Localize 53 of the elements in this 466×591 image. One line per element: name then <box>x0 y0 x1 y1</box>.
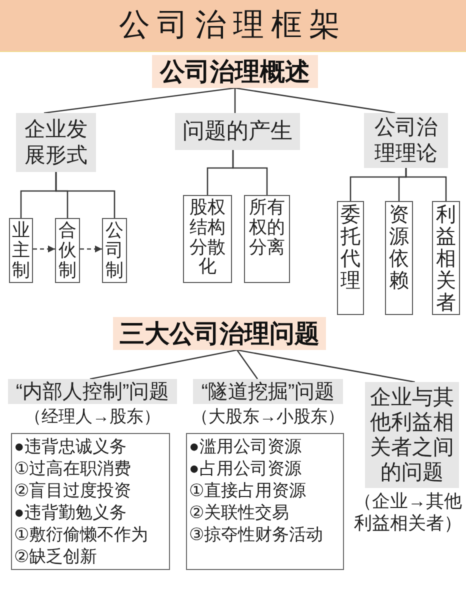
item-label: 合伙制 <box>58 221 76 280</box>
section-heading: 公司治理概述 <box>160 56 310 86</box>
category-label: “隧道挖掘”问题 <box>201 380 335 404</box>
category-box <box>16 113 96 172</box>
connector-line <box>232 150 268 195</box>
item-label: 资源依赖 <box>389 204 409 292</box>
category-label: 企业与其他利益相关者之间的问题 <box>370 384 454 486</box>
category-label: “内部人控制”问题 <box>16 380 170 404</box>
connector-line <box>405 168 447 201</box>
connector-line <box>236 350 258 380</box>
list-item: ●滥用公司资源 <box>189 436 302 458</box>
category-label: 企业发展形式 <box>24 117 88 168</box>
list-box <box>186 433 344 570</box>
list-item: ●违背忠诚义务 <box>14 436 126 458</box>
item-box <box>432 201 460 315</box>
category-box <box>364 113 448 168</box>
item-box <box>337 201 364 315</box>
item-label: 所有权的分离 <box>248 198 286 258</box>
category-box <box>175 113 300 150</box>
list-item: ①过高在职消费 <box>14 458 132 480</box>
item-label: 股权结构分散化 <box>188 198 226 278</box>
item-box <box>244 195 290 283</box>
item-label: 利益相关者 <box>436 204 456 314</box>
section-heading-box <box>152 55 318 88</box>
list-item: ②缺乏创新 <box>14 546 98 568</box>
list-box <box>11 433 170 570</box>
role-note: （经理人→股东） <box>24 406 162 428</box>
list-item: ③掠夺性财务活动 <box>189 524 324 546</box>
item-box <box>385 201 413 315</box>
list-item: ●违背勤勉义务 <box>14 502 126 524</box>
connector-line <box>236 349 415 383</box>
list-item: ①敷衍偷懒不作为 <box>14 524 148 546</box>
connector-line <box>234 88 236 113</box>
arrow <box>80 246 102 252</box>
connector-line <box>90 349 238 380</box>
page-title: 公司治理框架 <box>119 6 347 44</box>
list-item: ①直接占用资源 <box>189 480 306 502</box>
connector-line <box>234 87 396 114</box>
list-item: ●占用公司资源 <box>189 458 302 480</box>
section-heading: 三大公司治理问题 <box>120 318 320 348</box>
category-label: 问题的产生 <box>182 118 292 145</box>
role-note: （企业→其他利益相关者） <box>353 490 463 534</box>
role-note: （大股东→小股东） <box>190 406 346 428</box>
item-label: 委托代理 <box>340 204 360 292</box>
connector-line <box>55 172 116 218</box>
list-item: ②关联性交易 <box>189 502 290 524</box>
connector-line <box>44 87 236 114</box>
item-box <box>183 195 232 283</box>
category-label: 公司治理理论 <box>374 115 438 166</box>
arrow <box>33 246 55 252</box>
list-item: ②盲目过度投资 <box>14 480 132 502</box>
item-label: 业主制 <box>12 221 30 280</box>
item-label: 公司制 <box>106 221 124 280</box>
